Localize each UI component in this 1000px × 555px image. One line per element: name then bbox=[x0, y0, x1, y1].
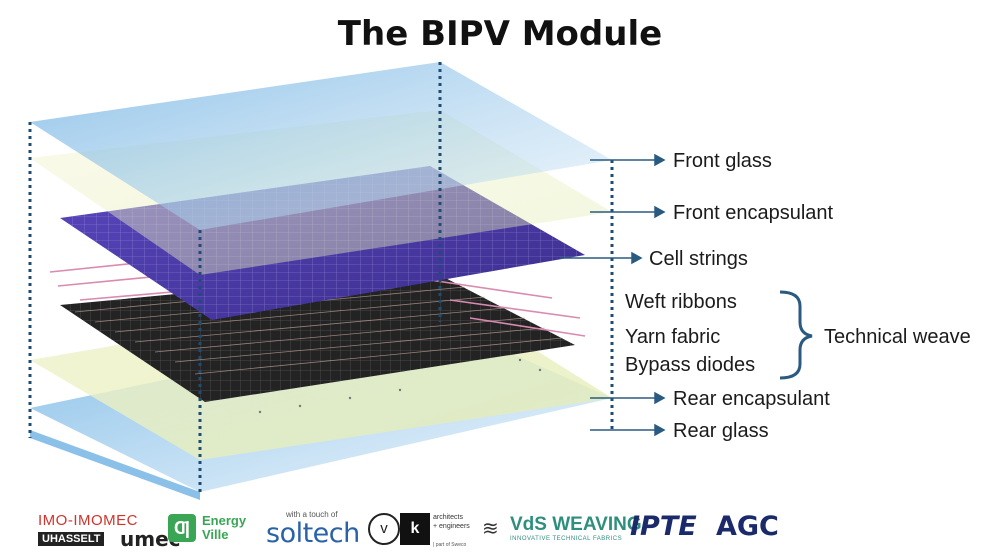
agc-logo: AGC bbox=[716, 511, 779, 542]
vk-part-of: | part of Sweco bbox=[433, 542, 467, 548]
energyville-icon: Ƣ bbox=[168, 514, 196, 542]
label-rear-encapsulant: Rear encapsulant bbox=[673, 388, 830, 410]
label-technical-weave: Technical weave bbox=[824, 326, 971, 348]
front-glass-layer bbox=[30, 62, 612, 230]
bypass-diode-dots bbox=[258, 358, 542, 414]
rear-glass-edge bbox=[30, 430, 200, 500]
page-title: The BIPV Module bbox=[337, 14, 663, 54]
ipte-logo: IPTE bbox=[630, 511, 697, 542]
label-front-encapsulant: Front encapsulant bbox=[673, 202, 834, 224]
technical-weave-brace bbox=[779, 290, 813, 380]
energyville-line1: Energy bbox=[202, 513, 247, 528]
energyville-logo: Energy Ville bbox=[202, 514, 246, 542]
soltech-logo: soltech bbox=[266, 518, 360, 549]
vk-text: architects + engineers bbox=[433, 513, 470, 531]
label-arrows bbox=[560, 153, 666, 437]
energyville-line2: Ville bbox=[202, 527, 229, 542]
label-front-glass: Front glass bbox=[673, 150, 772, 172]
label-weft-ribbons: Weft ribbons bbox=[625, 291, 737, 313]
label-bypass-diodes: Bypass diodes bbox=[625, 354, 755, 376]
uhasselt-logo: UHASSELT bbox=[38, 532, 105, 546]
vds-subtitle: INNOVATIVE TECHNICAL FABRICS bbox=[510, 536, 623, 542]
vk-box-logo: k bbox=[400, 513, 430, 545]
label-cell-strings: Cell strings bbox=[649, 248, 748, 270]
vk-text-line2: + engineers bbox=[433, 523, 470, 530]
stack-edges bbox=[28, 62, 614, 496]
vk-text-line1: architects bbox=[433, 514, 463, 521]
vk-circle-logo: v bbox=[368, 513, 400, 545]
label-rear-glass: Rear glass bbox=[673, 420, 769, 442]
vds-icon: ≋ bbox=[482, 518, 499, 540]
vds-weaving-logo: VdS WEAVING bbox=[510, 514, 642, 535]
label-yarn-fabric: Yarn fabric bbox=[625, 326, 720, 348]
imo-imomec-logo: IMO-IMOMEC bbox=[38, 512, 138, 529]
soltech-tagline: with a touch of bbox=[286, 510, 338, 519]
